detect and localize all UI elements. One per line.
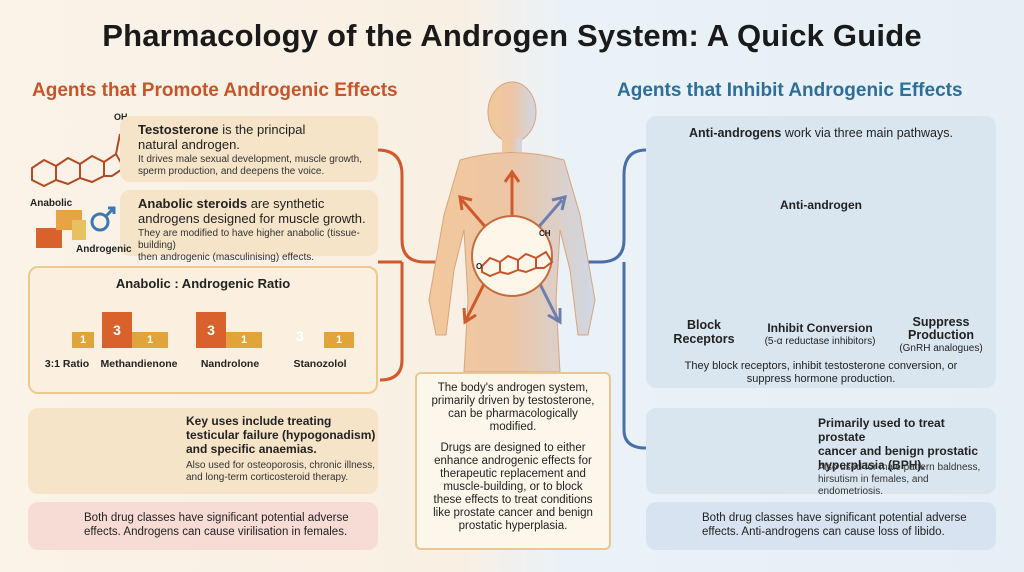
testosterone-lead2: natural androgen. xyxy=(138,137,240,152)
inhibit-line-1: Inhibit Conversion xyxy=(767,321,873,335)
o-label: O xyxy=(476,262,483,271)
ratio-label-2: Methandienone xyxy=(100,358,178,370)
testosterone-detail-1: It drives male sexual development, muscl… xyxy=(138,154,362,165)
prostate-detail-2: hirsutism in females, and endometriosis. xyxy=(818,474,929,497)
anabolic-steroids-card: Anabolic steroids are synthetic androgen… xyxy=(120,190,378,263)
center-p1-line: The body's androgen system, xyxy=(437,382,589,394)
center-p2-line: therapeutic replacement and xyxy=(440,468,586,480)
anti-summary-line-1: They block receptors, inhibit testostero… xyxy=(684,360,958,372)
central-steroid-icon xyxy=(481,250,554,278)
uses-line-3: and specific anaemias. xyxy=(186,442,317,456)
promote-heading: Agents that Promote Androgenic Effects xyxy=(32,80,398,101)
left-warning-card: Both drug classes have significant poten… xyxy=(28,502,378,550)
ratio-androgenic-bar: 1 xyxy=(72,332,94,348)
inhibit-conversion-label: Inhibit Conversion (5-α reductase inhibi… xyxy=(754,322,886,348)
warn-right-line-1: Both drug classes have significant poten… xyxy=(702,512,967,524)
uses-line-1: Key uses include treating xyxy=(186,414,332,428)
warn-left-line-1: Both drug classes have significant poten… xyxy=(84,512,349,524)
prostate-detail-1: Also used for male pattern baldness, xyxy=(818,462,981,473)
block-line-2: Receptors xyxy=(673,332,735,346)
anti-summary-line-2: suppress hormone production. xyxy=(746,373,896,385)
right-warning-card: Both drug classes have significant poten… xyxy=(646,502,996,550)
anti-summary: They block receptors, inhibit testostero… xyxy=(646,360,996,386)
stanozolol-anabolic-value: 3 xyxy=(296,328,304,344)
center-paragraph-1: The body's androgen system, primarily dr… xyxy=(427,382,599,434)
androgenic-icon-label: Androgenic xyxy=(76,244,132,255)
testosterone-name: Testosterone xyxy=(138,122,219,137)
orange-arrows xyxy=(458,169,521,325)
center-p2-line: enhance androgenic effects for xyxy=(434,455,592,467)
testosterone-card: Testosterone is the principal natural an… xyxy=(120,116,378,182)
ratio-label-3: Nandrolone xyxy=(200,358,260,370)
anabolic-name: Anabolic steroids xyxy=(138,196,248,211)
block-receptors-label: Block Receptors xyxy=(660,318,748,346)
oh-label: OH xyxy=(114,112,128,122)
anti-androgen-card: Anti-androgens work via three main pathw… xyxy=(646,116,996,388)
ratio-label-1: 3:1 Ratio xyxy=(44,358,90,370)
anabolic-detail-2: then androgenic (masculinising) effects. xyxy=(138,252,315,263)
suppress-line-3: (GnRH analogues) xyxy=(899,343,983,354)
ratio-label-4: Stanozolol xyxy=(293,358,347,370)
methandienone-anabolic-bar: 3 xyxy=(102,312,132,348)
center-paragraph-2: Drugs are designed to either enhance and… xyxy=(427,442,599,533)
center-p2-line: like prostate cancer and benign xyxy=(433,507,593,519)
ratio-heading: Anabolic : Androgenic Ratio xyxy=(115,276,291,291)
anti-intro-rest: work via three main pathways. xyxy=(781,126,953,140)
testosterone-detail-2: sperm production, and deepens the voice. xyxy=(138,166,325,177)
anabolic-detail-1: They are modified to have higher anaboli… xyxy=(138,228,360,251)
suppress-line-1: Suppress xyxy=(912,315,970,329)
blue-arrows xyxy=(534,194,568,325)
warn-left-line-2: effects. Androgens can cause virilisatio… xyxy=(84,526,348,538)
right-connector-line xyxy=(572,148,647,264)
prostate-line-1: Primarily used to treat prostate xyxy=(818,416,945,444)
anabolic-icon-label: Anabolic xyxy=(30,198,73,209)
center-p2-line: muscle-building, or to block xyxy=(443,481,583,493)
anabolic-blocks-icon xyxy=(36,206,116,248)
center-p1-line: primarily driven by testosterone, xyxy=(431,395,595,407)
anabolic-lead2: androgens designed for muscle growth. xyxy=(138,211,366,226)
center-p2-line: Drugs are designed to either xyxy=(440,442,586,454)
anabolic-androgenic-ratio-card: Anabolic : Androgenic Ratio 3 1 3 1 3 1 … xyxy=(28,266,378,394)
prostate-uses-card: Primarily used to treat prostate cancer … xyxy=(646,408,996,497)
uses-detail-1: Also used for osteoporosis, chronic illn… xyxy=(186,460,375,471)
stanozolol-androgenic-bar: 1 xyxy=(324,332,354,348)
ch-label: CH xyxy=(539,229,551,238)
nandrolone-androgenic-bar: 1 xyxy=(226,332,262,348)
prostate-line-2: cancer and benign prostatic xyxy=(818,444,979,458)
suppress-line-2: Production xyxy=(908,328,974,342)
warn-right-line-2: effects. Anti-androgens can cause loss o… xyxy=(702,526,945,538)
nandrolone-anabolic-bar: 3 xyxy=(196,312,226,348)
prostate-line-3: hyperplasia (BPH). xyxy=(818,458,925,472)
anabolic-lead: are synthetic xyxy=(247,196,325,211)
block-line-1: Block xyxy=(686,318,722,332)
inhibit-heading: Agents that Inhibit Androgenic Effects xyxy=(617,80,963,101)
methandienone-androgenic-bar: 1 xyxy=(132,332,168,348)
center-p1-line: can be pharmacologically modified. xyxy=(448,408,578,433)
anti-hub-label: Anti-androgen xyxy=(780,198,862,212)
testosterone-lead: is the principal xyxy=(218,122,306,137)
testosterone-structure-icon xyxy=(31,133,126,188)
left-connector-line xyxy=(377,148,452,264)
center-p2-line: these effects to treat conditions xyxy=(433,494,593,506)
anti-intro-bold: Anti-androgens xyxy=(689,126,782,140)
center-p2-line: prostatic hyperplasia. xyxy=(458,520,568,532)
inhibit-line-2: (5-α reductase inhibitors) xyxy=(764,336,876,347)
key-uses-card: Key uses include treating testicular fai… xyxy=(28,408,378,494)
uses-line-2: testicular failure (hypogonadism) xyxy=(186,428,376,442)
uses-detail-2: and long-term corticosteroid therapy. xyxy=(186,472,349,483)
suppress-production-label: Suppress Production (GnRH analogues) xyxy=(892,316,990,355)
page-title: Pharmacology of the Androgen System: A Q… xyxy=(102,18,922,53)
center-description-box: The body's androgen system, primarily dr… xyxy=(415,372,611,550)
